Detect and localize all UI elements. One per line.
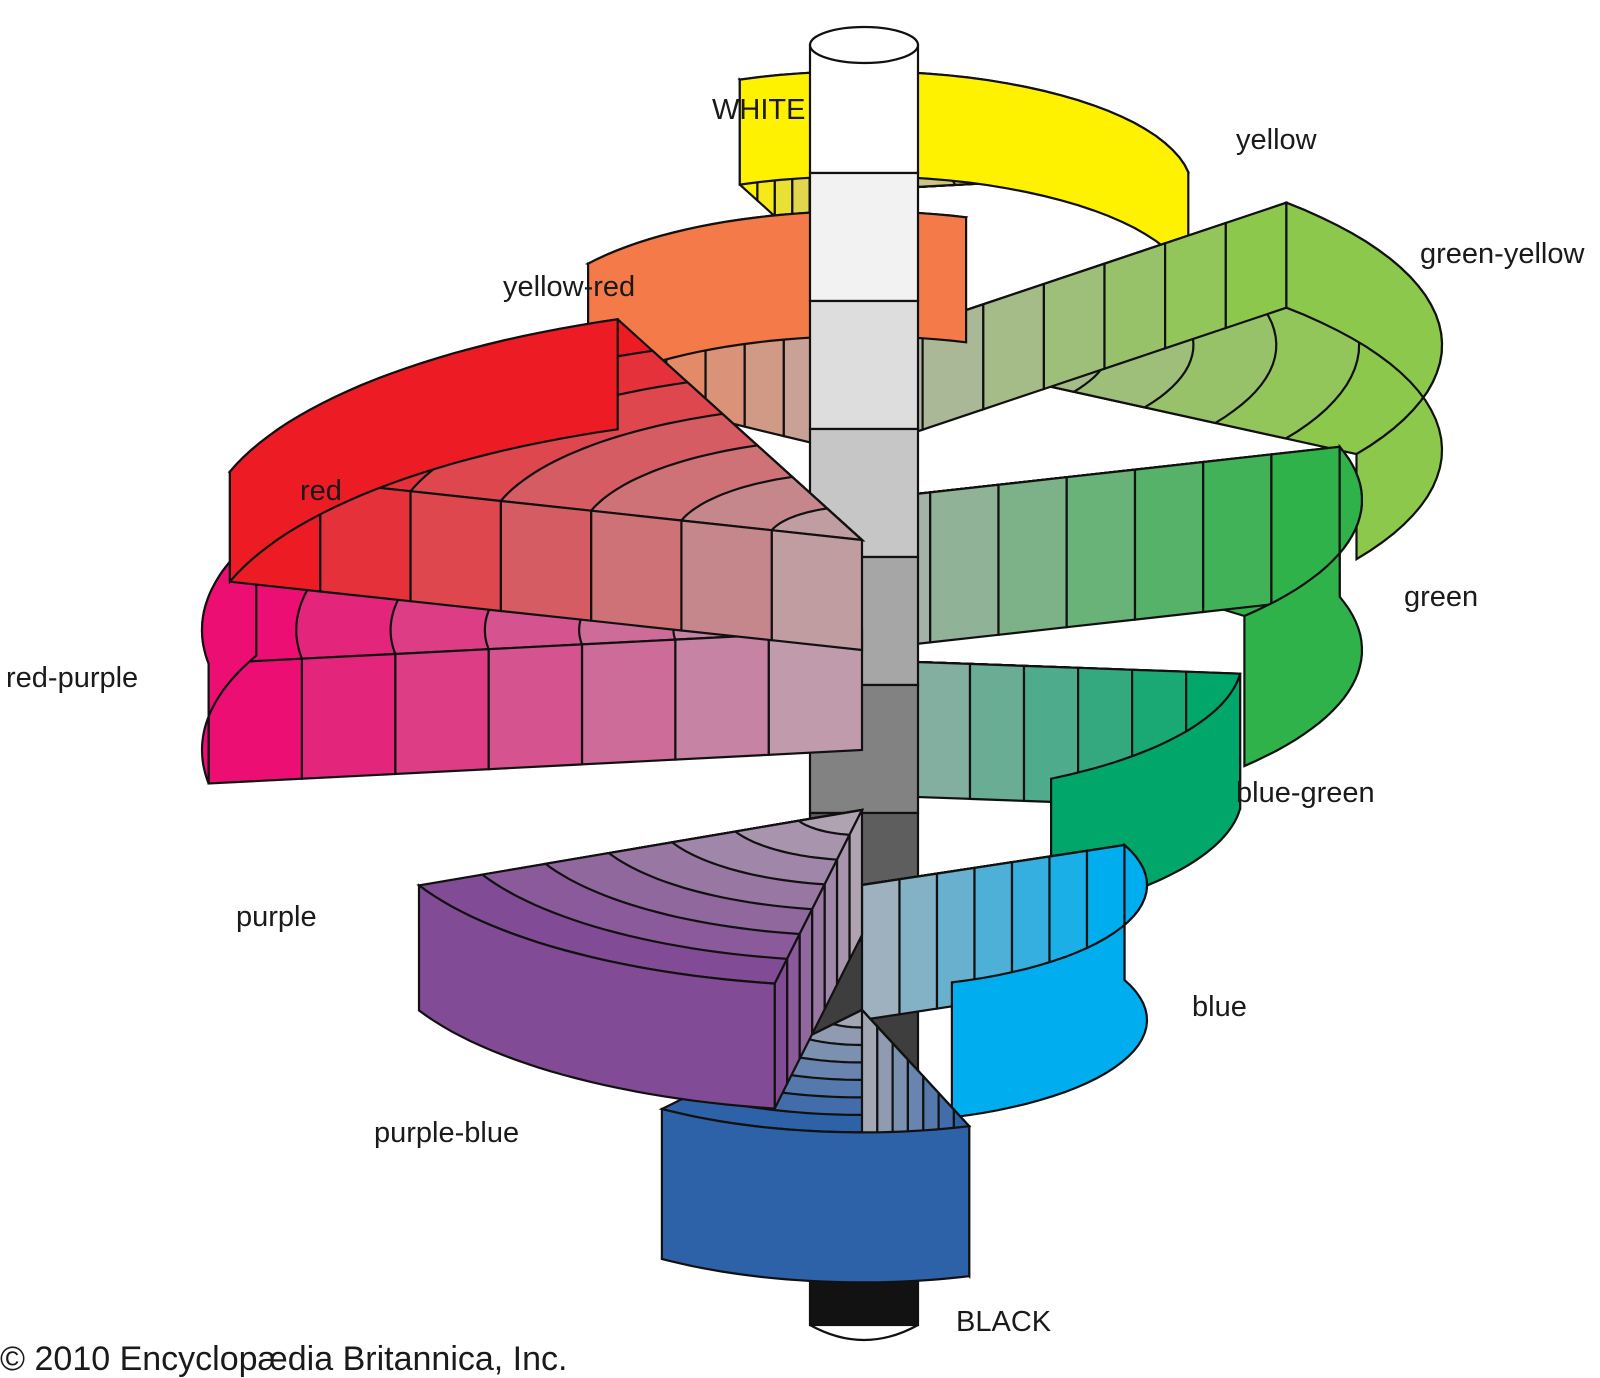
edge-cell-red-1 bbox=[770, 528, 864, 652]
edge-cell-green-yellow-3 bbox=[982, 282, 1045, 411]
edge-cell-red-purple-6 bbox=[300, 652, 397, 780]
edge-cell-green-yellow-7 bbox=[1224, 201, 1288, 330]
outer-rim-purple-blue bbox=[660, 1107, 971, 1284]
edge-cell-red-purple-4 bbox=[487, 643, 584, 771]
white-label: WHITE bbox=[712, 94, 806, 126]
value-step-1 bbox=[808, 43, 920, 175]
edge-cell-purple-5 bbox=[798, 908, 814, 1060]
edge-cell-red-purple-5 bbox=[394, 648, 490, 776]
edge-cell-green-6 bbox=[1202, 453, 1273, 614]
hue-label-purple: purple bbox=[236, 901, 317, 933]
edge-cell-purple-6 bbox=[786, 933, 801, 1085]
hue-sector-purple-blue bbox=[658, 1007, 972, 1284]
edge-cell-purple-1 bbox=[848, 809, 864, 961]
outer-rim-red-purple bbox=[200, 533, 258, 784]
hue-sector-blue bbox=[859, 842, 1149, 1119]
outer-rim-red bbox=[228, 318, 619, 585]
edge-cell-green-yellow-4 bbox=[1042, 262, 1106, 391]
hue-label-red-purple: red-purple bbox=[6, 662, 139, 694]
hue-label-green: green bbox=[1404, 581, 1479, 613]
edge-cell-purple-4 bbox=[811, 883, 826, 1035]
edge-cell-blue-2 bbox=[898, 872, 939, 1016]
hue-sector-green-yellow bbox=[857, 201, 1444, 562]
value-step-2 bbox=[808, 171, 920, 303]
hue-label-purple-blue: purple-blue bbox=[374, 1117, 520, 1149]
hue-sector-red bbox=[227, 318, 866, 652]
edge-cell-purple-7 bbox=[773, 958, 789, 1110]
edge-cell-green-3 bbox=[997, 475, 1068, 637]
black-label: BLACK bbox=[956, 1306, 1052, 1338]
edge-cell-red-3 bbox=[590, 509, 683, 632]
edge-cell-green-2 bbox=[929, 483, 1000, 644]
hue-label-yellow: yellow bbox=[1236, 124, 1317, 156]
value-step-edge-10 bbox=[809, 1324, 919, 1341]
edge-cell-green-yellow-5 bbox=[1103, 241, 1167, 371]
hue-sector-purple bbox=[416, 808, 864, 1110]
edge-cell-red-5 bbox=[409, 489, 502, 613]
axis-top-cap bbox=[808, 25, 920, 65]
hue-label-green-yellow: green-yellow bbox=[1420, 238, 1585, 270]
edge-cell-blue-1 bbox=[860, 878, 901, 1022]
edge-cell-red-4 bbox=[499, 499, 593, 622]
copyright-notice: © 2010 Encyclopædia Britannica, Inc. bbox=[0, 1340, 568, 1378]
hue-label-blue: blue bbox=[1192, 991, 1247, 1023]
edge-cell-red-purple-2 bbox=[674, 633, 770, 761]
outer-rim-purple bbox=[417, 883, 776, 1110]
chroma-band-purple-1 bbox=[795, 808, 864, 836]
outer-rim-green-yellow bbox=[1285, 201, 1444, 562]
edge-cell-red-2 bbox=[680, 519, 773, 642]
edge-cell-purple-2 bbox=[835, 834, 851, 986]
outer-rim-green bbox=[1243, 443, 1363, 768]
value-step-3 bbox=[808, 299, 920, 431]
edge-cell-blue-green-3 bbox=[968, 662, 1026, 803]
edge-cell-green-5 bbox=[1133, 460, 1205, 621]
hue-label-blue-green: blue-green bbox=[1236, 777, 1375, 809]
hue-label-yellow-red: yellow-red bbox=[503, 271, 636, 303]
edge-cell-red-purple-3 bbox=[580, 638, 677, 766]
edge-cell-purple-3 bbox=[823, 859, 839, 1010]
edge-cell-green-4 bbox=[1065, 468, 1137, 629]
edge-cell-green-yellow-6 bbox=[1164, 221, 1227, 350]
hue-label-red: red bbox=[300, 475, 342, 507]
edge-cell-blue-green-2 bbox=[914, 660, 972, 801]
